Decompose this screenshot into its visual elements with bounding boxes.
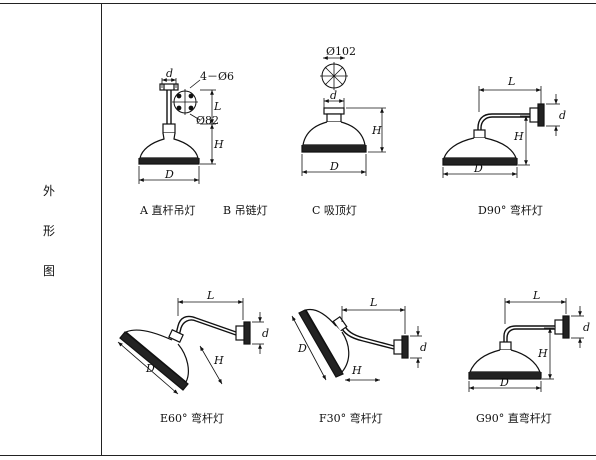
fig-g-dim-L: L bbox=[532, 289, 540, 302]
figure-f-bent-rod-lamp bbox=[291, 306, 422, 382]
fig-d-dim-d: d bbox=[559, 109, 566, 122]
fig-c-dim-H: H bbox=[371, 124, 382, 137]
fig-a-dim-d: d bbox=[166, 67, 173, 80]
fig-a-dim-L: L bbox=[213, 100, 221, 113]
fig-c-dim-d: d bbox=[330, 89, 337, 102]
fig-a-dim-H: H bbox=[213, 138, 224, 151]
fig-c-dim-D: D bbox=[329, 160, 339, 173]
figure-c-ceiling-lamp bbox=[301, 56, 386, 176]
caption-figure-c: C 吸顶灯 bbox=[312, 204, 357, 217]
frame-divider bbox=[101, 3, 102, 456]
fig-e-dim-L: L bbox=[206, 289, 214, 302]
fig-f-dim-d: d bbox=[420, 341, 427, 354]
fig-d-dim-L: L bbox=[507, 75, 515, 88]
figure-a-pendant-lamp bbox=[138, 78, 216, 184]
caption-figure-f: F30° 弯杆灯 bbox=[319, 412, 383, 425]
side-label-char-1: 外 bbox=[42, 184, 55, 198]
fig-d-dim-D: D bbox=[473, 162, 483, 175]
side-label-char-3: 图 bbox=[42, 264, 55, 278]
fig-a-dim-D: D bbox=[164, 168, 174, 181]
side-label-char-2: 形 bbox=[42, 224, 55, 238]
fig-f-dim-L: L bbox=[369, 296, 377, 309]
fig-f-dim-H: H bbox=[351, 364, 362, 377]
fig-g-dim-D: D bbox=[499, 376, 509, 389]
caption-figure-g: G90° 直弯杆灯 bbox=[476, 412, 552, 425]
fig-e-dim-d: d bbox=[262, 327, 269, 340]
fig-g-dim-d: d bbox=[583, 321, 590, 334]
figure-d-bent-rod-lamp bbox=[442, 86, 560, 178]
caption-figure-b: B 吊链灯 bbox=[223, 204, 268, 217]
caption-figure-e: E60° 弯杆灯 bbox=[160, 412, 225, 425]
fig-c-dim-dia102: Ø102 bbox=[326, 45, 356, 58]
frame-top-border bbox=[0, 3, 596, 4]
fig-a-dim-holes: 4－Ø6 bbox=[200, 70, 234, 83]
fig-f-dim-D: D bbox=[297, 342, 307, 355]
caption-figure-a: A 直杆吊灯 bbox=[140, 204, 196, 217]
frame-bottom-border bbox=[0, 455, 596, 456]
figure-e-bent-rod-lamp bbox=[117, 298, 264, 395]
fig-g-dim-H: H bbox=[537, 347, 548, 360]
caption-figure-d: D90° 弯杆灯 bbox=[478, 204, 543, 217]
fig-e-dim-D: D bbox=[145, 362, 155, 375]
fig-e-dim-H: H bbox=[213, 354, 224, 367]
fig-a-dim-dia82: Ø82 bbox=[196, 114, 219, 127]
fig-d-dim-H: H bbox=[513, 130, 524, 143]
figure-g-straight-bent-rod-lamp bbox=[468, 298, 584, 392]
